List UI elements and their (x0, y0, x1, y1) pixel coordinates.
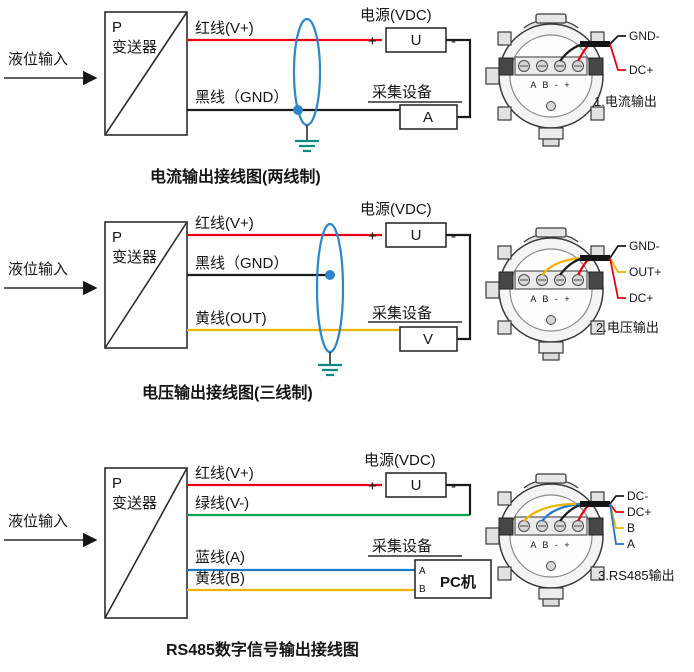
section-rs485-output: 液位输入 P 变送器 红线(V+) 绿线(V-) 蓝线(A) 黄线(B) 电源(… (4, 452, 675, 659)
shield-node-dot (325, 270, 335, 280)
output-tick-dc (609, 257, 626, 299)
red-wire-label: 红线(V+) (195, 215, 254, 232)
output-label-dc: DC+ (629, 291, 653, 305)
collector-title: 采集设备 (372, 84, 432, 101)
plus-sign: + (368, 33, 377, 50)
output-label-a: A (627, 537, 635, 551)
power-title: 电源(VDC) (360, 201, 432, 218)
section-voltage-output: 液位输入 P 变送器 红线(V+) 黑线（GND） 黄线(OUT) 电源(VDC… (4, 201, 661, 402)
power-return-wire (446, 38, 472, 119)
red-wire-label: 红线(V+) (195, 20, 254, 37)
cable-shield-ellipse (315, 222, 345, 354)
green-wire-label: 绿线(V-) (195, 495, 249, 512)
minus-sign: - (451, 478, 456, 495)
collector-unit-box (399, 326, 458, 352)
device-yellow-stub (523, 502, 577, 522)
transmitter-diagonal (104, 467, 188, 619)
power-unit-box (385, 222, 447, 248)
red-wire-label: 红线(V+) (195, 465, 254, 482)
device-output-name: 1.电流输出 (594, 94, 657, 109)
black-wire-label: 黑线（GND） (195, 255, 288, 272)
power-unit-box (385, 472, 447, 498)
output-label-dcp: DC+ (627, 505, 651, 519)
sensor-device (485, 13, 605, 147)
device-wiring: GND- OUT+ DC+ 2.电压输出 (541, 239, 661, 335)
output-label-dcm: DC- (627, 489, 648, 503)
collector-unit-box (399, 104, 458, 130)
plus-sign: + (368, 478, 377, 495)
minus-sign: - (451, 33, 456, 50)
section-current-output: 液位输入 P 变送器 红线(V+) 黑线（GND） 电源(VDC) + U - … (4, 7, 660, 186)
transmitter-diagonal (104, 11, 188, 136)
blue-wire-label: 蓝线(A) (195, 549, 245, 566)
power-unit-label: U (411, 227, 422, 244)
collector-title: 采集设备 (372, 305, 432, 322)
section-caption: 电流输出接线图(两线制) (150, 167, 321, 186)
section-caption: 电压输出接线图(三线制) (142, 383, 313, 402)
power-unit-label: U (411, 477, 422, 494)
output-label-out: OUT+ (629, 265, 661, 279)
transmitter-name-label: 变送器 (112, 495, 157, 512)
output-tick-gnd (609, 245, 626, 259)
output-label-gnd: GND- (629, 239, 660, 253)
input-label: 液位输入 (8, 261, 68, 278)
transmitter-p-label: P (112, 475, 122, 492)
black-wire-label: 黑线（GND） (195, 89, 288, 106)
device-output-name: 3.RS485输出 (598, 568, 675, 583)
ground-icon (318, 363, 342, 377)
yellow-wire-label: 黄线(OUT) (195, 310, 267, 327)
collector-unit-label: A (423, 109, 433, 126)
power-return-wire (446, 483, 472, 515)
transmitter-name-label: 变送器 (112, 249, 157, 266)
plus-sign: + (368, 228, 377, 245)
power-title: 电源(VDC) (360, 7, 432, 24)
input-label: 液位输入 (8, 513, 68, 530)
power-return-wire (446, 233, 472, 341)
pc-box (414, 559, 492, 599)
output-tick-gnd (609, 35, 626, 45)
power-title: 电源(VDC) (364, 452, 436, 469)
output-tick-out (609, 257, 626, 273)
minus-sign: - (451, 228, 456, 245)
output-label-gnd: GND- (629, 29, 660, 43)
pc-port-a-label: A (419, 566, 426, 577)
section-caption: RS485数字信号输出接线图 (166, 640, 359, 659)
transmitter-diagonal (104, 221, 188, 349)
transmitter-name-label: 变送器 (112, 39, 157, 56)
output-tick-dcp (609, 503, 624, 513)
output-tick-a (609, 503, 624, 545)
output-tick-dcm (609, 495, 624, 505)
device-yellow-stub (541, 256, 581, 276)
collector-title: 采集设备 (372, 538, 432, 555)
sensor-device (485, 473, 605, 607)
collector-unit-label: V (423, 331, 433, 348)
output-tick-dc (609, 43, 626, 71)
transmitter-p-label: P (112, 229, 122, 246)
device-wiring: DC- DC+ B A 3.RS485输出 (523, 489, 675, 583)
shield-node-dot (293, 105, 303, 115)
yellow-wire-label: 黄线(B) (195, 570, 245, 587)
power-unit-label: U (411, 32, 422, 49)
transmitter-p-label: P (112, 19, 122, 36)
sensor-device (485, 227, 605, 361)
input-label: 液位输入 (8, 51, 68, 68)
ground-icon (295, 139, 319, 153)
collector-unit-label: PC机 (440, 573, 476, 591)
output-label-b: B (627, 521, 635, 535)
pc-port-b-label: B (419, 584, 426, 595)
output-label-dc: DC+ (629, 63, 653, 77)
device-wiring: GND- DC+ 1.电流输出 (559, 29, 660, 109)
power-unit-box (385, 27, 447, 53)
device-output-name: 2.电压输出 (596, 320, 659, 335)
